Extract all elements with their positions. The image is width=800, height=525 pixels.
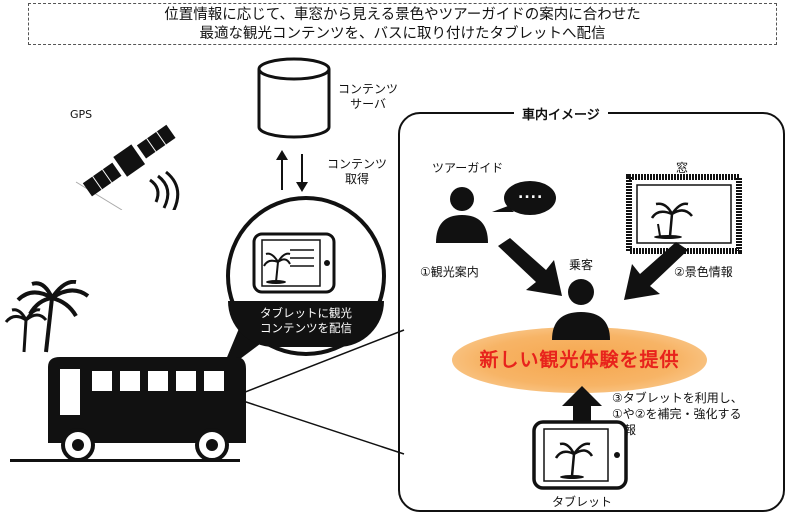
arrow-window-to-passenger: [624, 242, 688, 300]
flow3-label: ③タブレットを利用し、 ①や②を補完・強化する 情報: [612, 391, 743, 437]
tablet-device-icon: [532, 420, 628, 490]
passenger-icon: [552, 279, 610, 340]
gps-satellite-icon: [75, 124, 180, 210]
ground-line: [10, 459, 240, 462]
palm-trees-icon: [4, 280, 90, 353]
header-box: 位置情報に応じて、車窓から見える景色やツアーガイドの案内に合わせた 最適な観光コ…: [28, 3, 777, 45]
server-label: コンテンツサーバ: [338, 82, 399, 111]
flow2-label: ②景色情報: [674, 265, 733, 279]
zoom-lines: [240, 329, 405, 455]
arrow-tablet-to-passenger: [562, 386, 602, 432]
interior-title: 車内イメージ: [514, 104, 608, 123]
experience-text: 新しい観光体験を提供: [479, 349, 680, 371]
bus-icon: [48, 357, 246, 462]
guide-label: ツアーガイド: [432, 161, 504, 175]
passenger-label: 乗客: [569, 258, 594, 272]
acquire-label: コンテンツ取得: [327, 157, 388, 186]
bubble-caption: タブレットに観光コンテンツを配信: [260, 306, 352, 335]
tour-guide-icon: [436, 187, 488, 243]
speech-text: ....: [518, 186, 544, 202]
content-server-icon: [257, 57, 331, 139]
tablet-icon: [252, 232, 336, 294]
bubble-caption-bg: [228, 301, 384, 347]
window-label: 窓: [676, 161, 689, 175]
speech-bubble-icon: [492, 181, 556, 215]
tablet-label: タブレット: [552, 495, 613, 509]
arrow-guide-to-passenger: [498, 238, 562, 296]
gps-label: GPS: [70, 108, 93, 121]
sync-arrows-icon: [276, 150, 308, 192]
header-line-2: 最適な観光コンテンツを、バスに取り付けたタブレットへ配信: [199, 26, 606, 42]
header-line-1: 位置情報に応じて、車窓から見える景色やツアーガイドの案内に合わせた: [164, 7, 641, 23]
flow1-label: ①観光案内: [420, 265, 479, 279]
